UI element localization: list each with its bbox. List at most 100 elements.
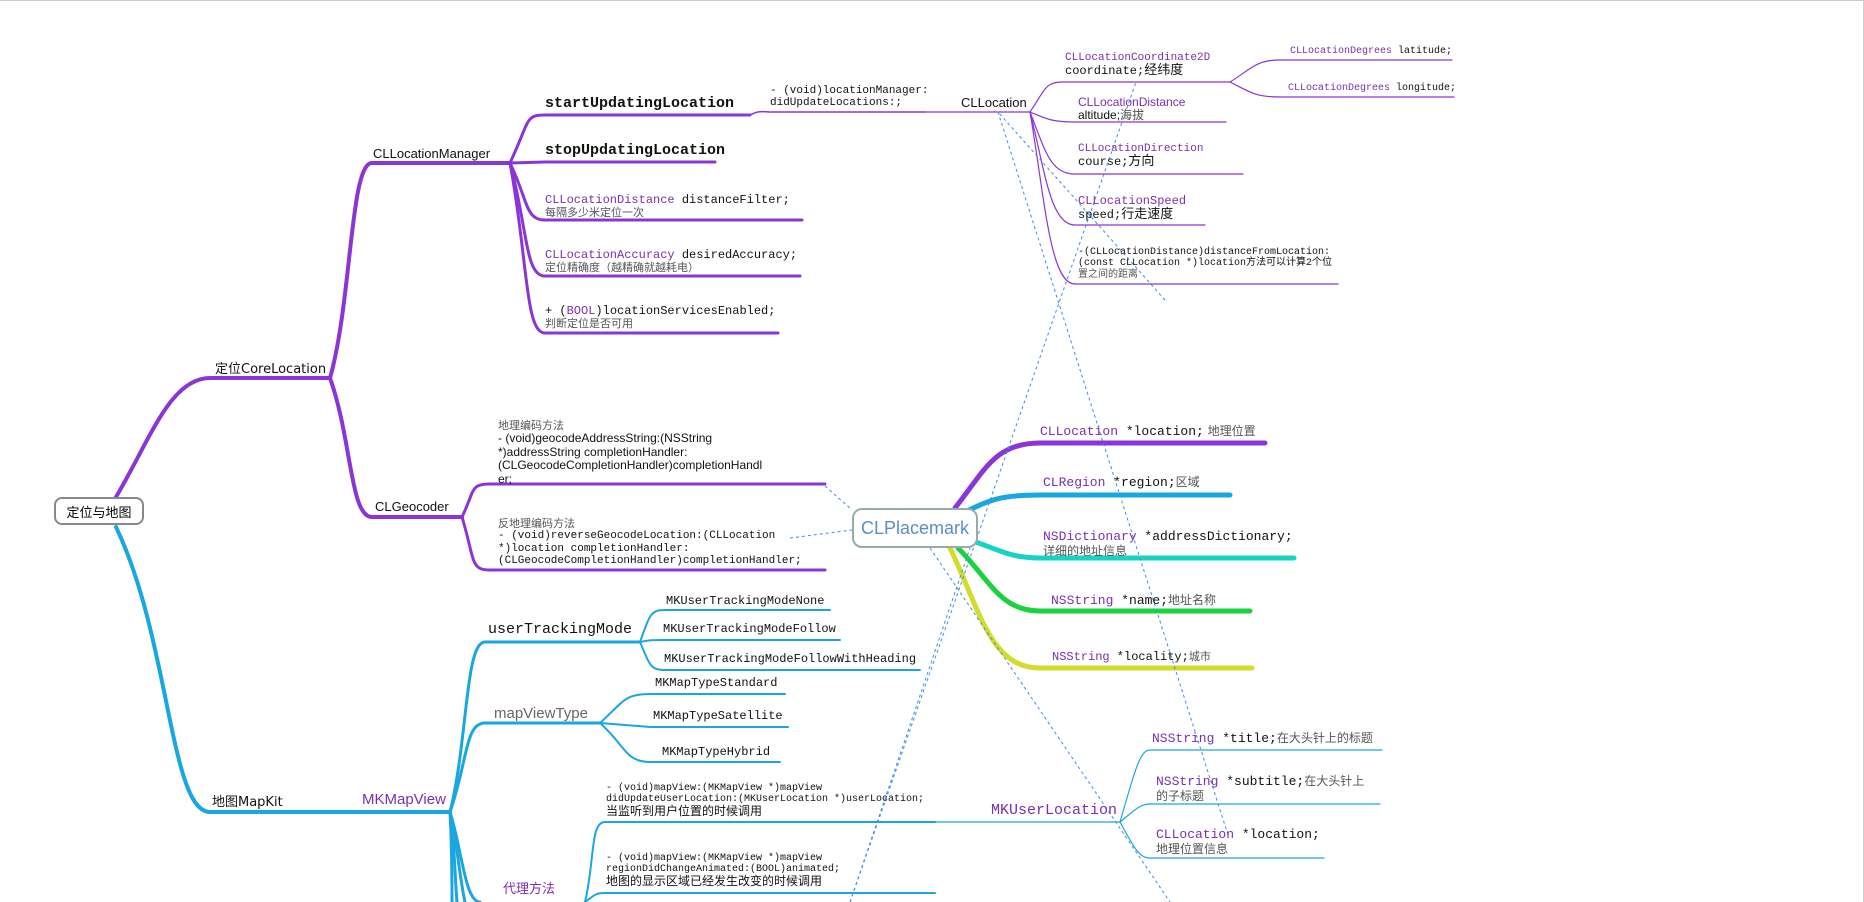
course-node[interactable]: CLLocationDirection course;方向 <box>1078 143 1203 170</box>
edge-loc-alt <box>1029 111 1227 123</box>
edge-root-core <box>114 376 332 499</box>
ul-subtitle-desc: 在大头针上 <box>1304 774 1365 788</box>
dashed-geocode-to-placemark <box>824 485 853 511</box>
distance-line-2: (const CLLocation *)location方法可以计算2个位 <box>1078 258 1333 270</box>
edge-mt-standard <box>599 693 786 724</box>
distance-from-location-node[interactable]: -(CLLocationDistance)distanceFromLocatio… <box>1078 247 1332 281</box>
mapkit-node[interactable]: 地图MapKit <box>212 795 283 810</box>
delegate-did-update-node[interactable]: - (void)mapView:(MKMapView *)mapView did… <box>606 783 924 819</box>
services-enabled-node[interactable]: + (BOOL)locationServicesEnabled; 判断定位是否可… <box>545 304 776 331</box>
desired-accuracy-node[interactable]: CLLocationAccuracy desiredAccuracy; 定位精确… <box>545 248 798 275</box>
longitude-name: longitude; <box>1390 83 1457 94</box>
cllocationmanager-node[interactable]: CLLocationManager <box>373 146 491 161</box>
tracking-heading-node[interactable]: MKUserTrackingModeFollowWithHeading <box>664 652 917 666</box>
placemark-dictionary-node[interactable]: NSDictionary *addressDictionary; 详细的地址信息 <box>1043 529 1293 558</box>
root-node[interactable]: 定位与地图 <box>54 497 144 525</box>
d1-line-2: didUpdateUserLocation:(MKUserLocation *)… <box>606 794 925 806</box>
course-name: course; <box>1078 155 1129 170</box>
start-updating-node[interactable]: startUpdatingLocation <box>545 95 735 112</box>
ul-subtitle-node[interactable]: NSString *subtitle;在大头针上 的子标题 <box>1156 774 1365 803</box>
distance-filter-node[interactable]: CLLocationDistance distanceFilter; 每隔多少米… <box>545 193 790 220</box>
dashed-reverse-to-placemark <box>789 529 853 539</box>
altitude-node[interactable]: CLLocationDistance altitude;海拔 <box>1078 95 1186 123</box>
window-top-border <box>0 0 1864 1</box>
geocode-node[interactable]: 地理编码方法 - (void)geocodeAddressString:(NSS… <box>498 419 763 486</box>
user-tracking-mode-node[interactable]: userTrackingMode <box>488 621 633 638</box>
placemark-location-node[interactable]: CLLocation *location; 地理位置 <box>1040 424 1256 440</box>
edge-tr-follow <box>639 639 841 643</box>
latitude-node[interactable]: CLLocationDegrees latitude; <box>1290 46 1452 57</box>
edge-mgr-enabled <box>508 161 780 335</box>
d1-line-3: 当监听到用户位置的时候调用 <box>606 804 763 819</box>
maptype-hybrid-node[interactable]: MKMapTypeHybrid <box>662 745 771 759</box>
edge-ul-location <box>1119 821 1325 859</box>
clgeocoder-node[interactable]: CLGeocoder <box>375 499 449 514</box>
pm-region-name: *region; <box>1105 475 1176 490</box>
geocode-line-1: - (void)geocodeAddressString:(NSString <box>498 431 713 446</box>
edge-loc-dist <box>1029 111 1339 285</box>
d1-line-1: - (void)mapView:(MKMapView *)mapView <box>606 783 823 794</box>
corelocation-node[interactable]: 定位CoreLocation <box>215 362 327 377</box>
clplacemark-node[interactable]: CLPlacemark <box>852 508 978 548</box>
reverse-line-1: - (void)reverseGeocodeLocation:(CLLocati… <box>498 530 776 543</box>
distance-filter-name: distanceFilter; <box>674 193 790 207</box>
clplacemark-label: CLPlacemark <box>860 517 970 538</box>
placemark-region-node[interactable]: CLRegion *region;区域 <box>1043 475 1200 491</box>
cllocation-node[interactable]: CLLocation <box>961 95 1027 110</box>
enabled-method: )locationServicesEnabled; <box>595 304 776 318</box>
pm-name-type: NSString <box>1051 593 1114 608</box>
did-update-node[interactable]: - (void)locationManager: didUpdateLocati… <box>770 85 928 110</box>
ul-title-desc: 在大头针上的标题 <box>1276 731 1373 745</box>
latitude-type: CLLocationDegrees <box>1290 46 1393 57</box>
coordinate-desc: 经纬度 <box>1144 63 1184 79</box>
latitude-name: latitude; <box>1392 46 1453 57</box>
stop-updating-node[interactable]: stopUpdatingLocation <box>545 142 726 159</box>
reverse-geocode-node[interactable]: 反地理编码方法 - (void)reverseGeocodeLocation:(… <box>498 517 802 567</box>
dashed-d1-to-coord <box>849 81 1137 902</box>
edge-dl-d2 <box>584 892 936 902</box>
enabled-prefix: + ( <box>545 304 567 318</box>
ul-title-node[interactable]: NSString *title;在大头针上的标题 <box>1152 731 1373 747</box>
enabled-bool: BOOL <box>566 304 596 318</box>
course-desc: 方向 <box>1128 154 1155 170</box>
delegate-methods-node[interactable]: 代理方法 <box>503 882 556 897</box>
mkuserlocation-node[interactable]: MKUserLocation <box>991 802 1118 819</box>
maptype-standard-node[interactable]: MKMapTypeStandard <box>655 676 778 690</box>
accuracy-name: desiredAccuracy; <box>674 248 798 262</box>
edge-mv-tracking <box>448 640 642 814</box>
maptype-satellite-node[interactable]: MKMapTypeSatellite <box>653 709 783 723</box>
course-type: CLLocationDirection <box>1078 143 1204 155</box>
coordinate-node[interactable]: CLLocationCoordinate2D coordinate;经纬度 <box>1065 52 1210 79</box>
delegate-region-changed-node[interactable]: - (void)mapView:(MKMapView *)mapView reg… <box>606 853 840 889</box>
ul-location-type: CLLocation <box>1156 827 1235 842</box>
ul-subtitle-name: *subtitle; <box>1218 774 1305 789</box>
distance-line-1: -(CLLocationDistance)distanceFromLocatio… <box>1078 247 1331 258</box>
reverse-line-3: (CLGeocodeCompletionHandler)completionHa… <box>498 554 802 567</box>
edge-mt-satellite <box>599 722 789 728</box>
tracking-follow-node[interactable]: MKUserTrackingModeFollow <box>663 622 836 636</box>
ul-location-node[interactable]: CLLocation *location; 地理位置信息 <box>1156 827 1320 856</box>
pm-locality-name: *locality; <box>1109 650 1189 664</box>
edge-geo-geocode <box>460 482 827 519</box>
geocode-line-3: (CLGeocodeCompletionHandler)completionHa… <box>498 458 763 473</box>
pm-locality-type: NSString <box>1052 650 1110 664</box>
pm-name-name: *name; <box>1113 593 1169 608</box>
mkmapview-node[interactable]: MKMapView <box>362 791 446 808</box>
ul-subtitle-desc-2: 的子标题 <box>1156 788 1205 803</box>
map-view-type-node[interactable]: mapViewType <box>494 705 588 722</box>
longitude-node[interactable]: CLLocationDegrees longitude; <box>1288 83 1456 94</box>
reverse-title: 反地理编码方法 <box>498 517 575 530</box>
altitude-type: CLLocationDistance <box>1078 95 1186 109</box>
edge-pm-name <box>955 545 1253 614</box>
speed-name: speed; <box>1078 208 1122 223</box>
dashed-ul-to-location <box>997 111 1229 836</box>
speed-type: CLLocationSpeed <box>1078 194 1187 208</box>
tracking-none-node[interactable]: MKUserTrackingModeNone <box>666 594 825 608</box>
placemark-locality-node[interactable]: NSString *locality;城市 <box>1052 650 1211 664</box>
edge-pm-locality <box>947 545 1255 671</box>
speed-node[interactable]: CLLocationSpeed speed;行走速度 <box>1078 194 1187 223</box>
accuracy-desc: 定位精确度（越精确就越耗电） <box>545 261 699 275</box>
placemark-name-node[interactable]: NSString *name;地址名称 <box>1051 593 1216 609</box>
dashed-pm-to-ul <box>929 547 1171 902</box>
